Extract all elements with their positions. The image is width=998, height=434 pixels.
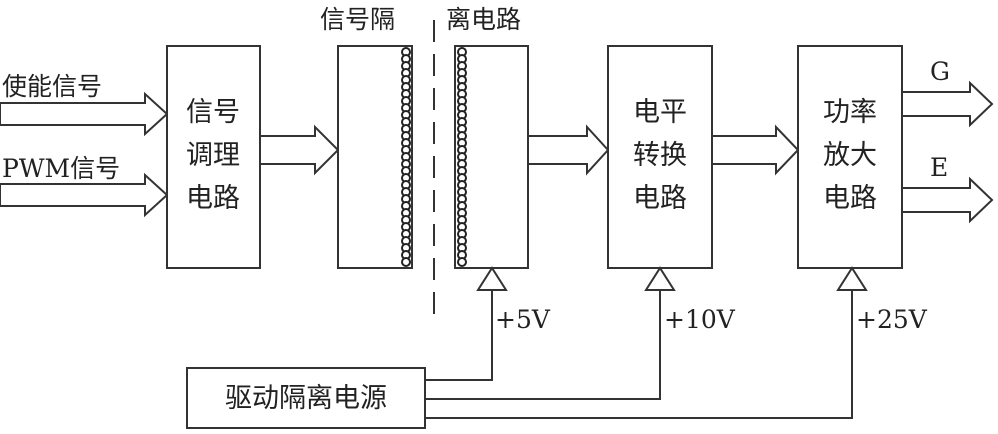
isolation-label-left: 信号隔 (320, 5, 395, 34)
voltage-5v-label: +5V (495, 305, 551, 334)
voltage-25v-label: +25V (856, 305, 928, 334)
feed-10v-line (425, 290, 661, 400)
level-shift-line-2: 转换 (633, 140, 687, 171)
transformer-secondary-coil (457, 47, 467, 267)
feed-25v-line (425, 290, 853, 419)
level-shift-line-1: 电平 (633, 97, 687, 128)
power-amp-line-2: 放大 (823, 140, 877, 171)
isolation-label-right: 离电路 (446, 5, 521, 34)
conditioning-block (166, 45, 261, 269)
supply-25v-arrowhead (836, 266, 868, 291)
isolation-primary-block (337, 45, 413, 269)
voltage-10v-label: +10V (664, 305, 736, 334)
conditioning-line-3: 电路 (186, 183, 240, 214)
e-output-label: E (930, 153, 948, 182)
g-output-label: G (930, 57, 950, 86)
g-output-arrow (901, 80, 994, 128)
supply-10v-arrowhead (644, 266, 676, 291)
level-shift-line-3: 电路 (633, 183, 687, 214)
power-amp-line-1: 功率 (823, 97, 877, 128)
conditioning-line-1: 信号 (186, 97, 240, 128)
enable-signal-label: 使能信号 (2, 72, 102, 101)
levelshift-to-poweramp-arrow (711, 124, 800, 176)
enable-input-arrow (0, 91, 169, 137)
isolation-secondary-block (454, 45, 529, 269)
conditioning-line-2: 调理 (186, 140, 240, 171)
supply-5v-arrowhead (476, 266, 508, 291)
pwm-input-arrow (0, 172, 169, 218)
supply-label: 驱动隔离电源 (225, 383, 387, 414)
power-amp-block (797, 45, 903, 269)
isolation-to-levelshift-arrow (527, 124, 610, 176)
power-amp-line-3: 电路 (823, 183, 877, 214)
coil-loop (401, 257, 411, 267)
transformer-primary-coil (401, 47, 411, 267)
conditioning-to-isolation-arrow (259, 124, 340, 176)
coil-loop (457, 257, 467, 267)
supply-block (186, 367, 426, 429)
pwm-signal-label: PWM信号 (2, 154, 120, 183)
feed-5v-line (425, 290, 493, 381)
e-output-arrow (901, 176, 994, 224)
level-shift-block (607, 45, 713, 269)
